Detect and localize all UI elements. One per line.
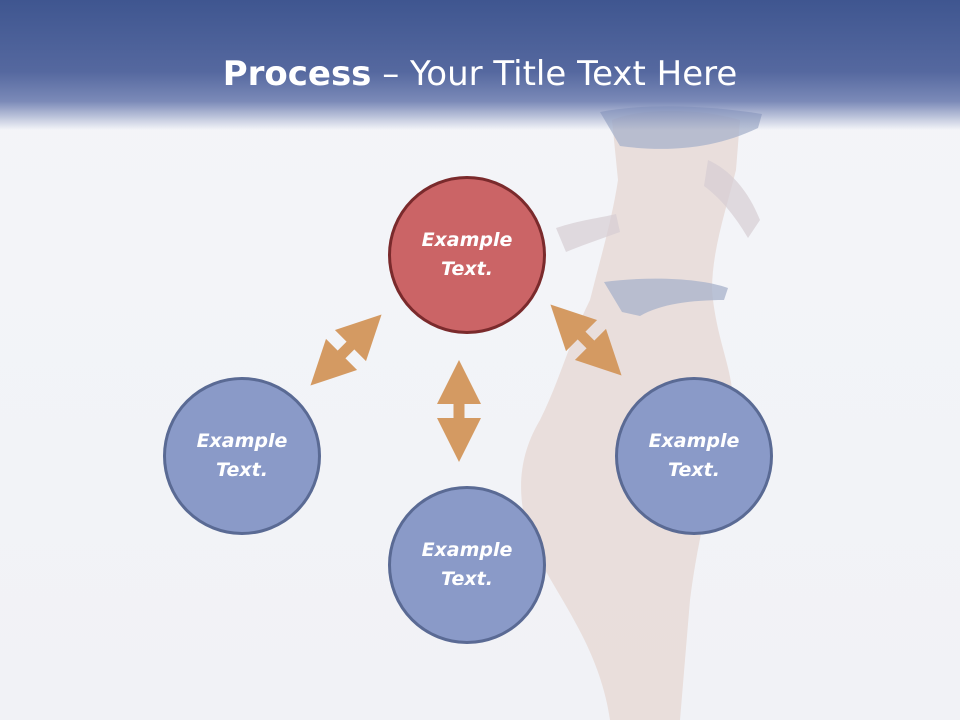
node-label: Example Text.: [421, 229, 513, 280]
title-rest: – Your Title Text Here: [371, 54, 738, 94]
process-node-top: Example Text.: [388, 176, 546, 334]
arrow-top-left: [310, 314, 382, 386]
node-label: Example Text.: [648, 430, 740, 481]
process-node-right: Example Text.: [615, 377, 773, 535]
arrow-top-right: [550, 304, 622, 376]
node-label: Example Text.: [421, 539, 513, 590]
node-label: Example Text.: [196, 430, 288, 481]
process-node-bottom: Example Text.: [388, 486, 546, 644]
title-bar: [0, 0, 960, 130]
title-bold: Process: [222, 54, 372, 94]
process-node-left: Example Text.: [163, 377, 321, 535]
slide-title: Process – Your Title Text Here: [0, 52, 960, 96]
